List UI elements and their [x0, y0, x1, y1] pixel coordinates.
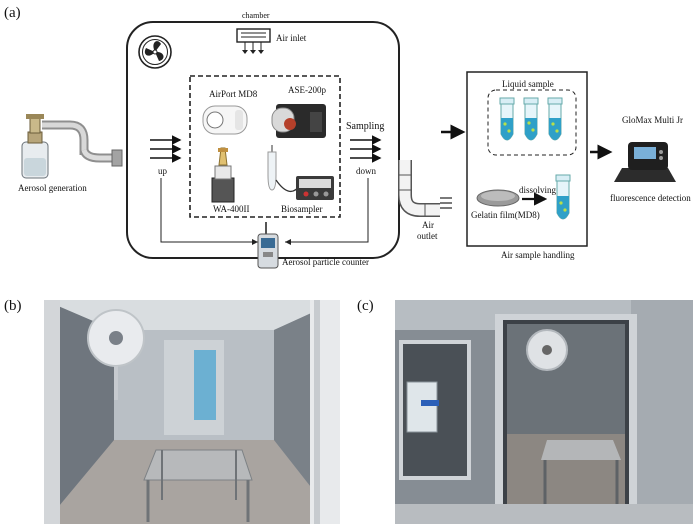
particle-counter-icon: [257, 222, 279, 269]
panel-label-c: (c): [357, 298, 374, 314]
luminometer-icon: [614, 142, 676, 182]
test-tube-icon: [547, 97, 563, 141]
chamber-exterior-graphics: [395, 300, 693, 524]
chamber-label: chamber: [242, 11, 270, 20]
dissolving-label: dissolving: [519, 185, 557, 195]
airport-md8-label: AirPort MD8: [209, 89, 258, 99]
airport-md8-device: [202, 105, 248, 135]
test-tube-icon: [499, 97, 515, 141]
liquid-sample-dashed-box: [487, 89, 577, 156]
air-sample-handling-label: Air sample handling: [501, 250, 575, 260]
schematic-graphics: [21, 21, 676, 269]
liquid-sample-label: Liquid sample: [502, 79, 554, 89]
wa-400ii-device: [211, 147, 235, 203]
test-tube-icon: [523, 97, 539, 141]
panel-label-b: (b): [4, 298, 22, 314]
sampler-group-box: [189, 75, 341, 218]
chamber-exterior-photo: [395, 300, 693, 524]
flow-arrow-icon-up: [150, 135, 182, 163]
aerosol-generator-icon: [21, 114, 123, 179]
chamber-interior-photo: [44, 300, 340, 524]
up-label: up: [158, 166, 167, 176]
ase-200p-label: ASE-200p: [288, 85, 326, 95]
fluorescence-detection-label: fluorescence detection: [610, 193, 691, 203]
gelatin-film-label: Gelatin film(MD8): [471, 210, 540, 220]
gelatin-film-icon: [476, 189, 520, 207]
air-outlet-label-line2: outlet: [417, 231, 438, 241]
air-outlet-duct-icon: [398, 160, 452, 217]
biosampler-label: Biosampler: [281, 204, 323, 214]
aerosol-particle-counter-label: Aerosol particle counter: [282, 257, 369, 267]
biosampler-device: [267, 145, 334, 200]
schematic-panel: chamber Air inlet Aerosol generation up …: [18, 11, 691, 269]
air-inlet-label: Air inlet: [276, 33, 307, 43]
aerosol-generation-label: Aerosol generation: [18, 183, 87, 193]
air-outlet-label-line1: Air: [422, 220, 434, 230]
chamber-interior-graphics: [44, 300, 340, 524]
counter-connection-lines: [160, 178, 369, 245]
glomax-label: GloMax Multi Jr: [622, 115, 684, 125]
ase-200p-device: [271, 104, 326, 138]
test-tube-icon: [555, 174, 571, 220]
fan-icon: [138, 35, 172, 69]
down-label: down: [356, 166, 376, 176]
sampling-label: Sampling: [346, 121, 385, 132]
air-inlet-vent-icon: [236, 28, 271, 54]
flow-arrow-icon-down: [350, 135, 382, 163]
panel-label-a: (a): [4, 5, 21, 21]
air-sample-handling-box: [466, 71, 588, 247]
wa-400ii-label: WA-400II: [213, 204, 250, 214]
